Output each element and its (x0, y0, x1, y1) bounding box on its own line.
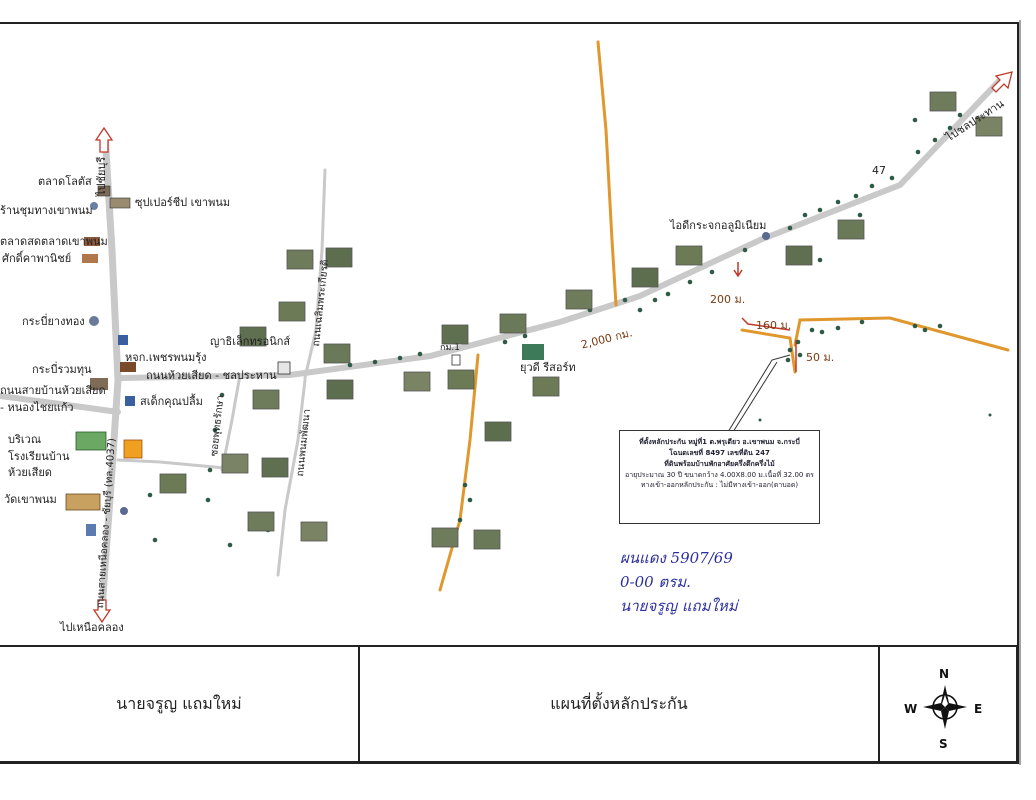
shop-front-icon (120, 362, 136, 372)
collateral-info-box: ที่ตั้งหลักประกัน หมู่ที่1 ต.พรุเตียว อ.… (619, 430, 820, 524)
emblem-icon (123, 439, 143, 459)
road-soi (220, 373, 242, 472)
compass-rose-icon (923, 685, 967, 729)
map-title: แผนที่ตั้งหลักประกัน (550, 693, 688, 713)
resort-icon (522, 344, 544, 360)
info-line-size: อายุประมาณ 30 ปี ขนาดกว้าง 4.00X8.00 ม.เ… (625, 470, 814, 479)
shophouse-icon (82, 254, 98, 263)
track-north (596, 40, 618, 307)
road-west-branch (0, 393, 121, 415)
owner-name: นายจรูญ แถมใหม่ (116, 693, 242, 713)
label-school-area: บริเวณโรงเรียนบ้านห้วยเสียด (8, 433, 70, 479)
bus-icon (86, 524, 96, 536)
arrow-south-icon (92, 599, 112, 624)
road-main-east (117, 77, 1003, 381)
building-icon (118, 335, 128, 345)
label-krabi-ruamthun: กระบี่รวมทุน (32, 363, 92, 376)
label-talad-lotus: ตลาดโลตัส (38, 175, 92, 188)
tree-clusters (147, 112, 992, 548)
distance-160: 160 ม. (756, 319, 792, 332)
info-line-deed: โฉนดเลขที่ 8497 เลขที่ดิน 247 (669, 448, 770, 457)
track-link (740, 328, 797, 374)
km-post-icon (451, 354, 461, 366)
handwritten-note-2: 0-00 ตรม. (620, 573, 691, 591)
label-km-marker: กม.1 (440, 343, 460, 353)
label-road-huaisiad: ถนนห้วยเสียด - ชลประหาน (146, 369, 277, 382)
tick-160 (741, 317, 791, 331)
title-cell: แผนที่ตั้งหลักประกัน (360, 647, 880, 761)
label-to-nuakhlong: ไปเหนือคลอง (60, 621, 124, 634)
arrow-northeast-icon (991, 71, 1013, 93)
label-wat-khaophanom: วัดเขาพนม (4, 493, 57, 506)
road-phanom (276, 378, 307, 577)
label-sakdikarn: ศักดิ์คาพานิชย์ (2, 252, 72, 265)
map-frame (0, 22, 1019, 764)
label-phet-phanom: หจก.เพชรพนมรุ้ง (125, 351, 207, 364)
label-shop-chumthang: ร้านชุมทางเขาพนม (0, 204, 93, 217)
arrow-north-icon (94, 126, 114, 153)
label-aluminium: ไอดีกระจกอลูมิเนียม (670, 219, 767, 232)
info-line-type: ที่ดินพร้อมบ้านพักอาศัยครึ่งตึกครึ่งไม้ (664, 459, 775, 468)
tracks (438, 40, 1010, 592)
leader-line (727, 354, 791, 433)
temple-icon (65, 493, 101, 511)
info-line-location: ที่ตั้งหลักประกัน หมู่ที่1 ต.พรุเตียว อ.… (639, 438, 800, 446)
road-school-spur (116, 458, 227, 470)
info-icon (120, 507, 128, 515)
gas-station-icon (89, 316, 99, 326)
handwritten-note-3: นายจรูญ แถมใหม่ (620, 597, 738, 615)
label-road-huaisiad-nongchaikaeo: ถนนสายบ้านห้วยเสียด - หนองไชยแก้ว (0, 384, 106, 414)
road-north-south (98, 131, 122, 614)
property-photos (159, 91, 1003, 550)
label-nursery: ญาธิเล็กทรอนิกส์ (210, 335, 291, 348)
label-sadek-khunpluem: สเด็กคุณปลื้ม (140, 395, 203, 408)
label-marker-47: 47 (872, 164, 886, 177)
handwritten-note-1: ผนแดง 5907/69 (620, 549, 733, 567)
compass-west: W (904, 702, 918, 716)
compass-cell: N S E W (880, 647, 1016, 761)
label-to-chaiburi: ไปชัยบุรี (95, 156, 108, 196)
label-krabi-yangthong: กระบี่ยางทอง (22, 315, 85, 328)
car-icon (762, 232, 770, 240)
compass-south: S (939, 737, 948, 751)
market-icon (84, 237, 100, 246)
store-icon (97, 185, 111, 197)
school-icon (75, 431, 107, 451)
road-chalerm (303, 168, 327, 380)
label-resort: ยุวดี รีสอร์ท (520, 361, 576, 374)
compass-east: E (974, 702, 983, 716)
shop-icon (90, 202, 98, 210)
track-east (793, 316, 1010, 352)
tick-200 (733, 262, 743, 278)
title-block: นายจรูญ แถมใหม่ แผนที่ตั้งหลักประกัน N S… (0, 645, 1018, 763)
factory-icon (90, 378, 108, 390)
roads (0, 77, 1003, 614)
label-talad-khaophanom: ตลาดสดตลาดเขาพนม (0, 235, 108, 248)
bank-icon (125, 396, 135, 406)
supermarket-icon (109, 197, 131, 209)
direction-arrows (92, 71, 1013, 624)
compass-north: N (939, 667, 950, 681)
track-south (438, 353, 480, 592)
owner-cell: นายจรูญ แถมใหม่ (0, 647, 360, 761)
distance-50: 50 ม. (806, 351, 835, 364)
distance-200: 200 ม. (710, 293, 746, 306)
info-line-access: ทางเข้า-ออกหลักประกัน : ไม่มีทางเข้า-ออก… (640, 481, 799, 490)
landmark-icons (65, 185, 770, 536)
house-icon (277, 361, 291, 375)
label-supercheap: ซุปเปอร์ชีป เขาพนม (135, 196, 231, 209)
distance-ticks (733, 262, 797, 372)
